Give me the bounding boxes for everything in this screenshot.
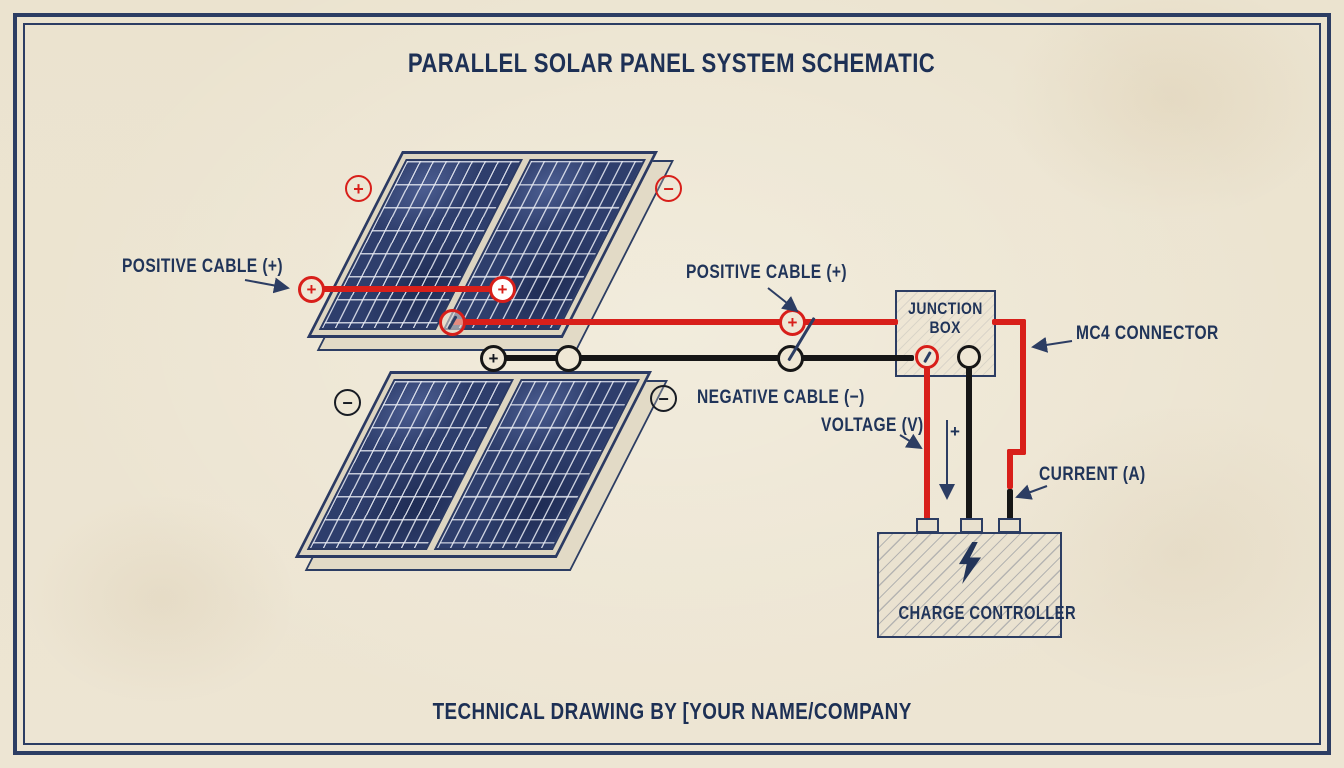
panel2-negative-badge-left: − <box>334 389 361 416</box>
page-title-text: PARALLEL SOLAR PANEL SYSTEM SCHEMATIC <box>408 48 936 78</box>
terminal-voltage <box>916 518 939 533</box>
terminal-ground <box>960 518 983 533</box>
panel1-positive-badge: + <box>345 175 372 202</box>
label-positive-cable-mid: POSITIVE CABLE (+) <box>686 262 848 283</box>
mc4-wire-horizontal <box>992 319 1026 325</box>
footer-credit-text: TECHNICAL DRAWING BY [YOUR NAME/COMPANY <box>432 698 912 724</box>
junction-positive-port <box>915 345 939 369</box>
voltage-wire-down <box>924 366 930 522</box>
current-wire-black-segment <box>1007 489 1013 522</box>
label-mc4-connector: MC4 CONNECTOR <box>1076 323 1219 344</box>
connector-slash-icon <box>922 351 932 363</box>
lightning-bolt-icon <box>958 542 981 584</box>
charge-controller-label: CHARGE CONTROLLER <box>898 603 1077 623</box>
terminal-current <box>998 518 1021 533</box>
connector-slash-icon <box>447 315 458 330</box>
panel2-negative-badge-right: − <box>650 385 677 412</box>
label-current: CURRENT (A) <box>1039 464 1146 485</box>
page-title: PARALLEL SOLAR PANEL SYSTEM SCHEMATIC <box>0 48 1344 79</box>
positive-cable-to-junction <box>452 319 898 325</box>
label-positive-cable-left: POSITIVE CABLE (+) <box>122 256 284 277</box>
label-negative-cable: NEGATIVE CABLE (−) <box>697 387 865 408</box>
label-voltage: VOLTAGE (V) <box>821 415 924 436</box>
positive-cable-panel1 <box>311 286 503 292</box>
current-wire-red-segment <box>1007 449 1013 489</box>
inner-border-frame <box>23 23 1321 745</box>
panel1-negative-badge: − <box>655 175 682 202</box>
mc4-wire-vertical <box>1020 319 1026 455</box>
mc4-connector-plus-1: + <box>298 276 325 303</box>
outer-border-frame <box>13 13 1331 755</box>
negative-cable-to-junction <box>493 355 914 361</box>
mc4-wire-jog <box>1007 449 1026 455</box>
junction-box: JUNCTION BOX <box>895 290 996 377</box>
mc4-connector-plus-3: + <box>779 309 806 336</box>
mc4-connector-branch <box>439 309 466 336</box>
mc4-connector-plus-2: + <box>489 276 516 303</box>
mc4-connector-neg-2 <box>555 345 582 372</box>
junction-box-label-line2: BOX <box>929 318 962 337</box>
footer-credit: TECHNICAL DRAWING BY [YOUR NAME/COMPANY <box>0 698 1344 725</box>
mc4-connector-neg-1: + <box>480 345 507 372</box>
measurement-plus-marker: + <box>950 422 960 441</box>
junction-box-label-line1: JUNCTION <box>908 299 983 318</box>
charge-controller: CHARGE CONTROLLER <box>877 532 1077 638</box>
ground-wire-down <box>966 366 972 522</box>
junction-negative-port <box>957 345 981 369</box>
